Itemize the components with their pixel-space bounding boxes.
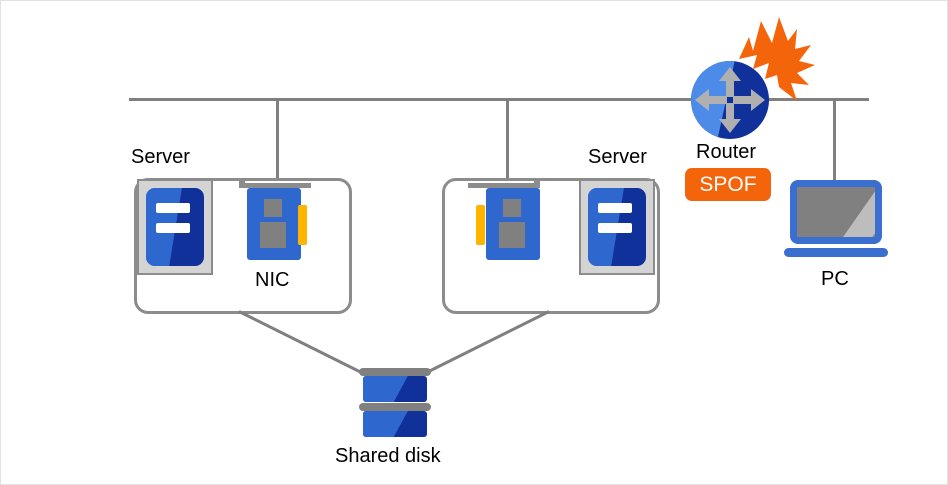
shared-disk-cap-middle <box>359 403 431 411</box>
link-server-left-to-disk <box>238 310 371 378</box>
server-left-nic-icon <box>239 180 315 263</box>
server-tower-slot <box>156 202 191 213</box>
server-left-tower-body <box>146 188 204 266</box>
spof-badge: SPOF <box>685 168 771 201</box>
server-left-nic-label: NIC <box>255 269 290 291</box>
server-left-label: Server <box>131 146 190 168</box>
nic-bracket-tab <box>534 180 540 188</box>
drop-line-server-left <box>276 98 279 182</box>
server-tower-slot <box>598 202 633 213</box>
pc-label: PC <box>821 268 849 290</box>
pc-icon-base <box>784 248 888 257</box>
shared-disk-cap-top <box>359 368 431 376</box>
nic-chip-large <box>260 222 286 248</box>
explosion-burst-icon <box>735 13 817 105</box>
router-icon[interactable] <box>691 61 769 139</box>
nic-connector <box>476 205 485 245</box>
nic-chip-large <box>499 222 525 248</box>
shared-disk-segment-top <box>363 376 427 402</box>
shared-disk-segment-bottom <box>363 411 427 437</box>
nic-connector <box>298 205 307 245</box>
nic-chip-small <box>503 199 521 217</box>
pc-screen-glass <box>797 187 875 237</box>
server-left-tower-icon <box>137 179 213 275</box>
nic-chip-small <box>264 199 282 217</box>
server-right-label: Server <box>588 146 647 168</box>
pc-icon-screen <box>790 180 882 244</box>
server-right-tower-icon <box>579 179 655 275</box>
link-server-right-to-disk <box>417 310 550 378</box>
server-right-nic-icon <box>468 180 544 263</box>
shared-disk-label: Shared disk <box>335 445 441 467</box>
router-label: Router <box>696 141 757 163</box>
nic-bracket-tab <box>239 180 245 188</box>
server-tower-slot <box>156 223 191 234</box>
drop-line-server-right <box>506 98 509 182</box>
nic-bracket <box>468 183 540 188</box>
server-tower-slot <box>598 223 633 234</box>
server-right-tower-body <box>588 188 646 266</box>
network-backbone-line <box>129 98 869 101</box>
drop-line-pc <box>833 98 836 180</box>
nic-bracket <box>239 183 311 188</box>
